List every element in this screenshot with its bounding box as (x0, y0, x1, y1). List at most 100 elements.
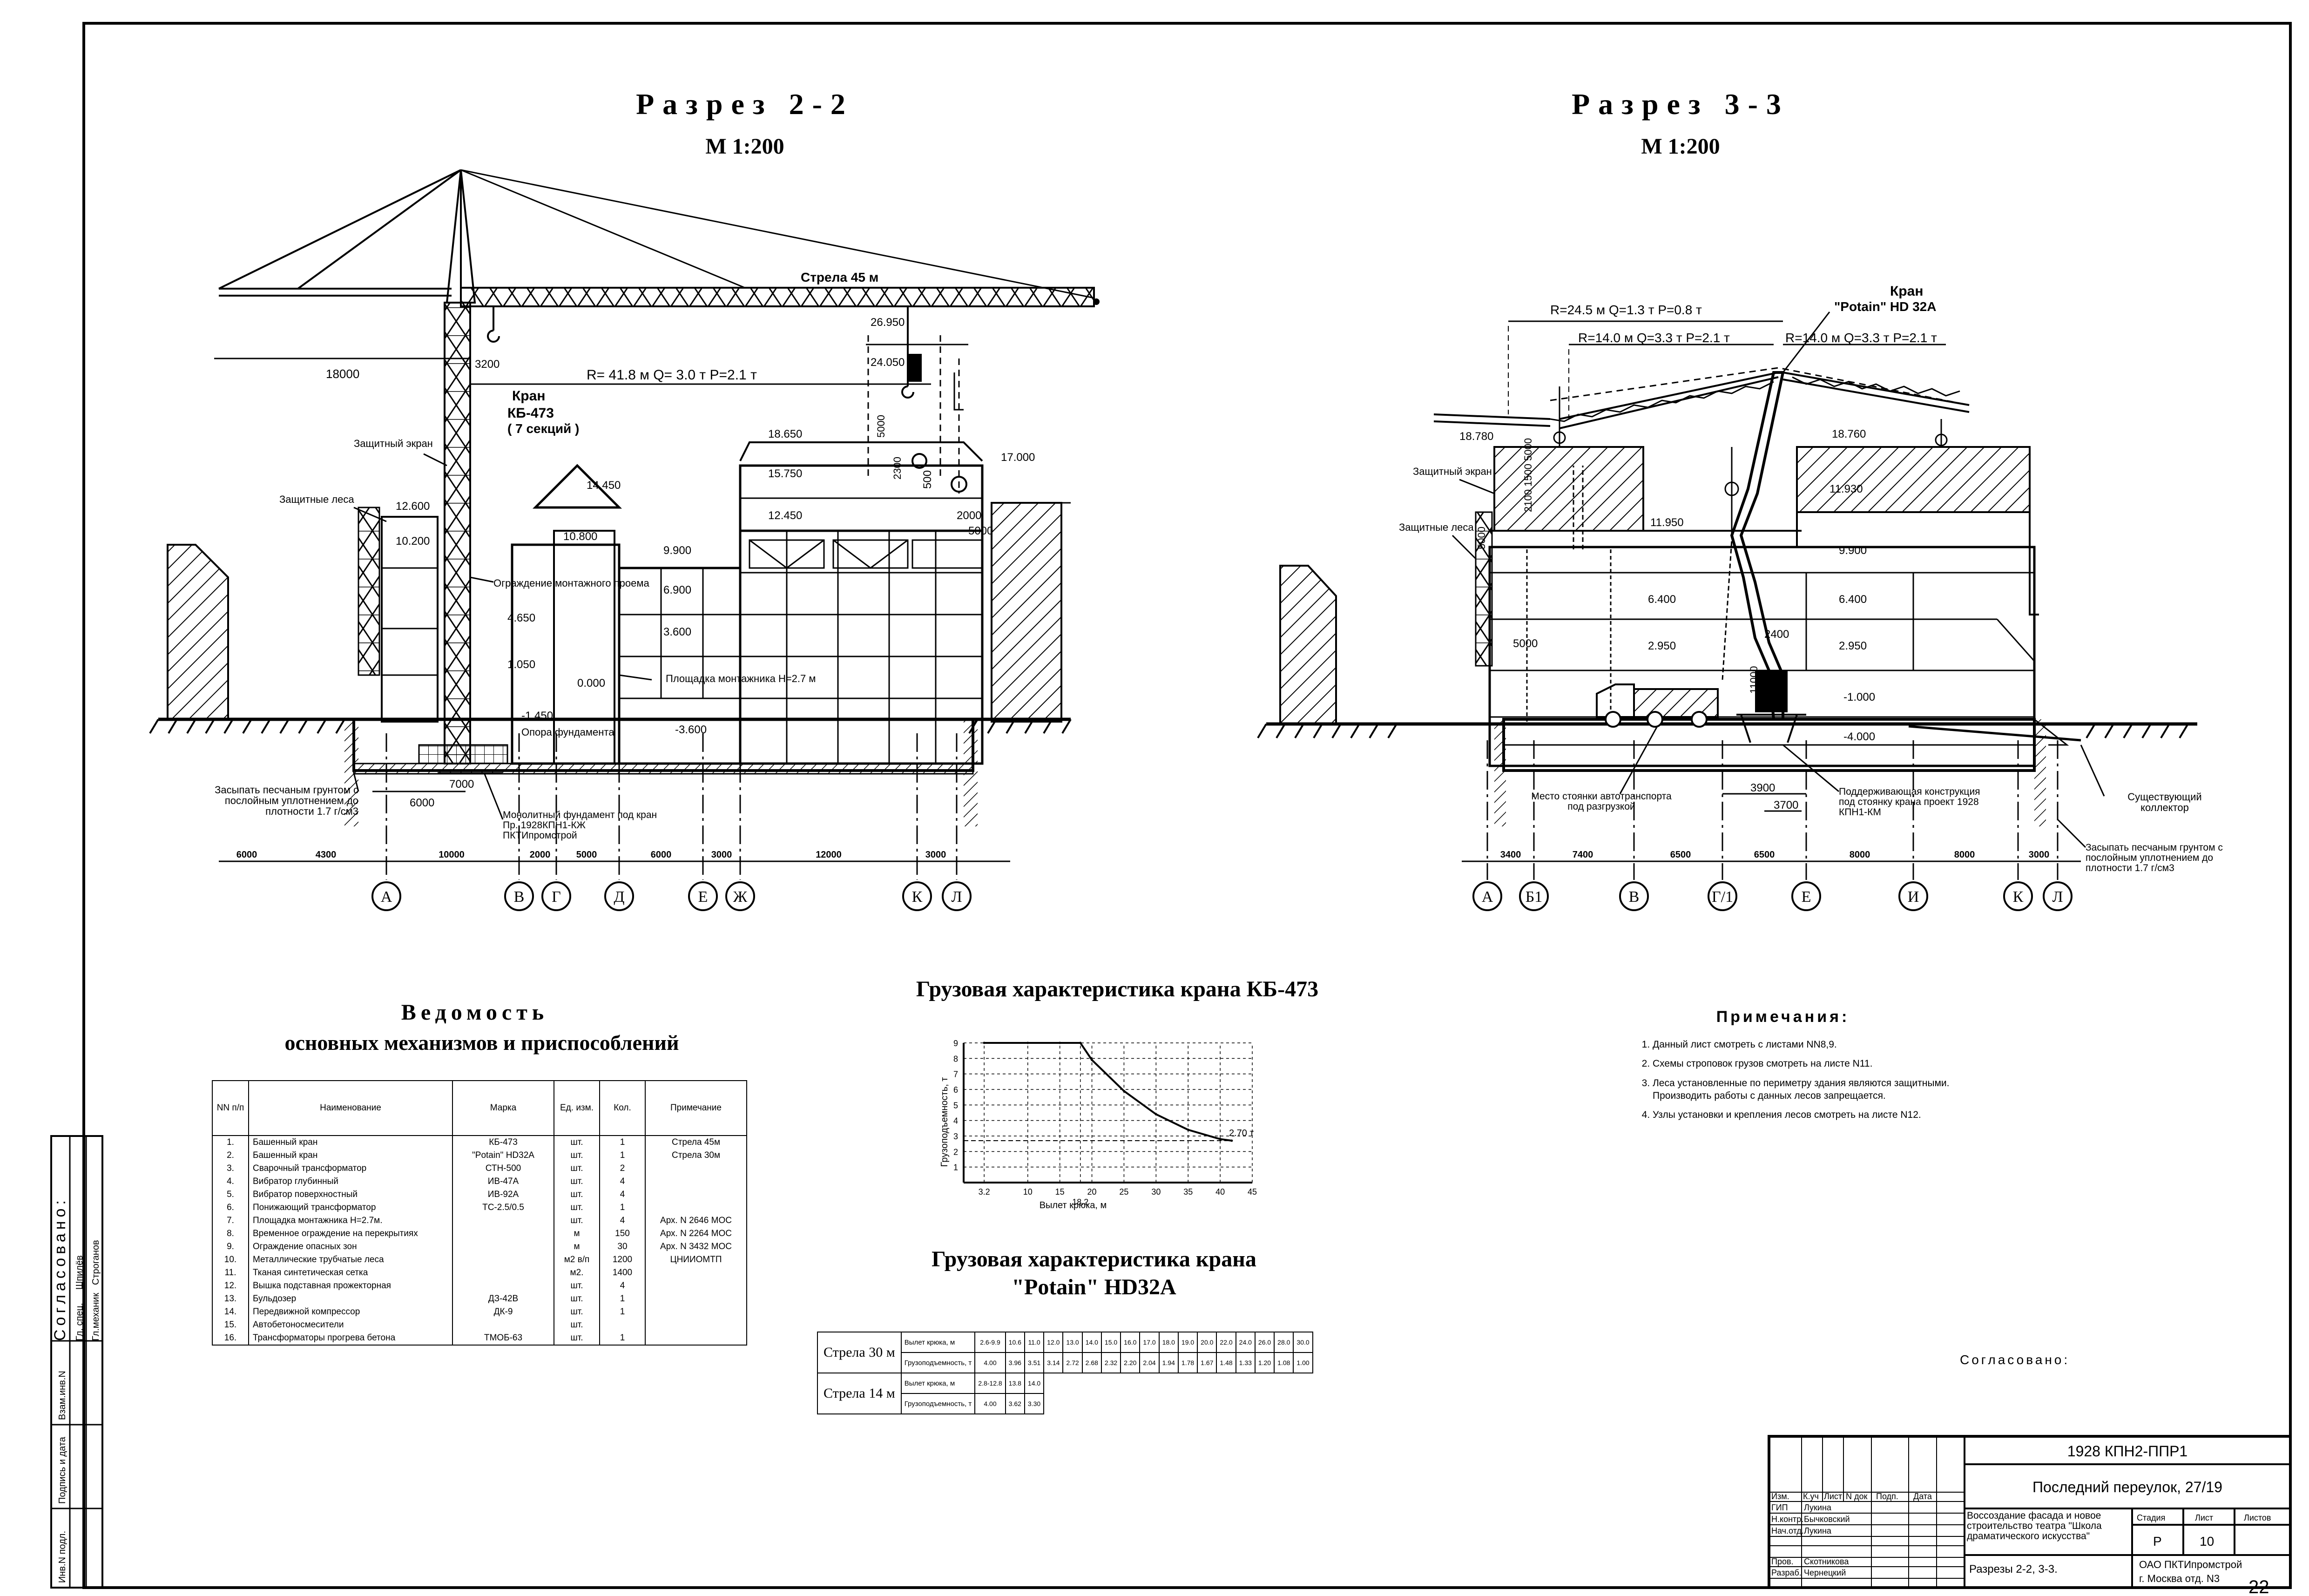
dimension-label: 3400 (1500, 850, 1521, 860)
table-cell: 2.20 (1120, 1352, 1141, 1373)
elev-26950: 26.950 (871, 316, 905, 329)
table-cell (645, 1332, 747, 1346)
elev-14450: 14.450 (587, 479, 621, 492)
table-cell: 5. (212, 1188, 249, 1201)
table-cell: 15. (212, 1319, 249, 1332)
tb-person2-1-name: Чернецкий (1804, 1568, 1846, 1577)
dimension-label: 8000 (1954, 850, 1975, 860)
ved-h-mark: Марка (452, 1080, 554, 1136)
load-curve-point (1026, 1041, 1029, 1044)
axis-label: И (1908, 888, 1919, 906)
axis-bubble (1791, 881, 1821, 911)
tb-project: Воссоздание фасада и новое строительство… (1967, 1511, 2102, 1542)
notes-block: Данный лист смотреть с листами NN8,9. Сх… (1634, 1038, 1951, 1128)
svg-text:5000: 5000 (875, 415, 887, 438)
dim-7000-22: 7000 (449, 778, 474, 791)
side-stamp-row2: Шпилёв (74, 1255, 85, 1290)
y-tick-label: 8 (953, 1054, 958, 1063)
table-cell (645, 1175, 747, 1188)
table-cell: 14.0 (1081, 1332, 1102, 1353)
table-cell: 4 (599, 1188, 646, 1201)
table-cell: 3.14 (1043, 1352, 1064, 1373)
note-2: Схемы строповок грузов смотреть на листе… (1653, 1057, 1951, 1070)
table-cell: ТС-2.5/0.5 (452, 1201, 554, 1214)
x-tick-label: 18.2 (1072, 1197, 1088, 1207)
table-cell: Арх. N 2264 МОС (645, 1227, 747, 1240)
label-backfill-22: Засыпать песчаным грунтом с послойным уп… (215, 784, 358, 818)
axis-label: Л (2052, 888, 2063, 906)
elev-9900: 9.900 (663, 544, 691, 557)
table-cell: шт. (554, 1149, 600, 1162)
table-cell: 13. (212, 1292, 249, 1305)
x-tick-label: 10 (1023, 1187, 1033, 1197)
reach1-33: R=24.5 м Q=1.3 т P=0.8 т (1550, 303, 1702, 317)
y-tick-label: 1 (953, 1163, 958, 1172)
table-cell: 18.0 (1158, 1332, 1179, 1353)
tb-org2: г. Москва отд. N3 (2139, 1573, 2220, 1584)
crane-kb473-head (446, 169, 476, 304)
tb-stage: Р (2153, 1534, 2162, 1549)
table-cell: Сварочный трансформатор (248, 1162, 453, 1175)
table-cell: Вибратор поверхностный (248, 1188, 453, 1201)
dim-5000a-33: 5000 (1513, 637, 1538, 650)
x-tick-label: 3.2 (979, 1187, 990, 1197)
crane-label-22: Кран (512, 388, 545, 404)
elev-0000: 0.000 (577, 677, 605, 690)
labels-33: Защитный экран Защитные леса (1399, 466, 1492, 533)
tb-head-0: Изм. (1771, 1492, 1789, 1501)
reach-label-22: R= 41.8 м Q= 3.0 т P=2.1 т (587, 367, 757, 383)
table-cell: 3. (212, 1162, 249, 1175)
building-33 (1433, 320, 2081, 826)
dimension-label: 8000 (1850, 850, 1870, 860)
elev-1050: 1.050 (507, 658, 535, 671)
axis-label: Д (614, 888, 624, 906)
y-tick-label: 3 (953, 1132, 958, 1141)
table-cell: шт. (554, 1292, 600, 1305)
table-cell: 30.0 (1293, 1332, 1313, 1353)
load-curve-point (1079, 1041, 1082, 1044)
dim-3900-33: 3900 (1750, 782, 1775, 794)
elev-m1450: -1.450 (521, 710, 553, 722)
load-curve-point (983, 1041, 986, 1044)
axis-label: К (2013, 888, 2024, 906)
dimension-label: 6000 (651, 850, 672, 860)
elevations-22: 26.950 24.050 18.650 17.000 15.750 14.45… (396, 316, 1035, 736)
table-cell: 3.30 (1024, 1393, 1045, 1414)
table-cell: 1.78 (1177, 1352, 1198, 1373)
chart-kb-xlabel: Вылет крюка, м (1040, 1200, 1107, 1211)
axis-bubble (1472, 881, 1502, 911)
tb-sheets-h: Листов (2244, 1513, 2271, 1522)
table-cell: 13.0 (1062, 1332, 1083, 1353)
reach2-33: R=14.0 м Q=3.3 т P=2.1 т (1578, 331, 1730, 345)
label-fence-22: Ограждение монтажного проема (493, 577, 649, 589)
table-cell: 150 (599, 1227, 646, 1240)
table-cell: 1. (212, 1136, 249, 1149)
dim-5000-22: 5000 (968, 525, 993, 537)
elev-6900: 6.900 (663, 584, 691, 596)
x-tick-label: 35 (1183, 1187, 1193, 1197)
table-cell: Металлические трубчатые леса (248, 1253, 453, 1266)
x-tick-label: 15 (1055, 1187, 1065, 1197)
elev-m4000: -4.000 (1843, 730, 1875, 743)
scaffolding-22 (358, 507, 380, 676)
sheet-frame (82, 22, 2292, 1589)
row-label: Вылет крюка, м (900, 1373, 976, 1394)
elev-24050: 24.050 (871, 356, 905, 369)
elev-6400a: 6.400 (1648, 593, 1676, 606)
elev-18760: 18.760 (1832, 428, 1866, 440)
table-cell (452, 1253, 554, 1266)
x-tick-label: 30 (1151, 1187, 1161, 1197)
axis-label: В (514, 888, 525, 906)
vedomost-table: NN п/п Наименование Марка Ед. изм. Кол. … (212, 1080, 747, 1346)
dimension-label: 2000 (530, 850, 551, 860)
table-cell: 14. (212, 1305, 249, 1319)
tb-head-3: N док (1846, 1492, 1868, 1501)
axis-label: Л (951, 888, 962, 906)
